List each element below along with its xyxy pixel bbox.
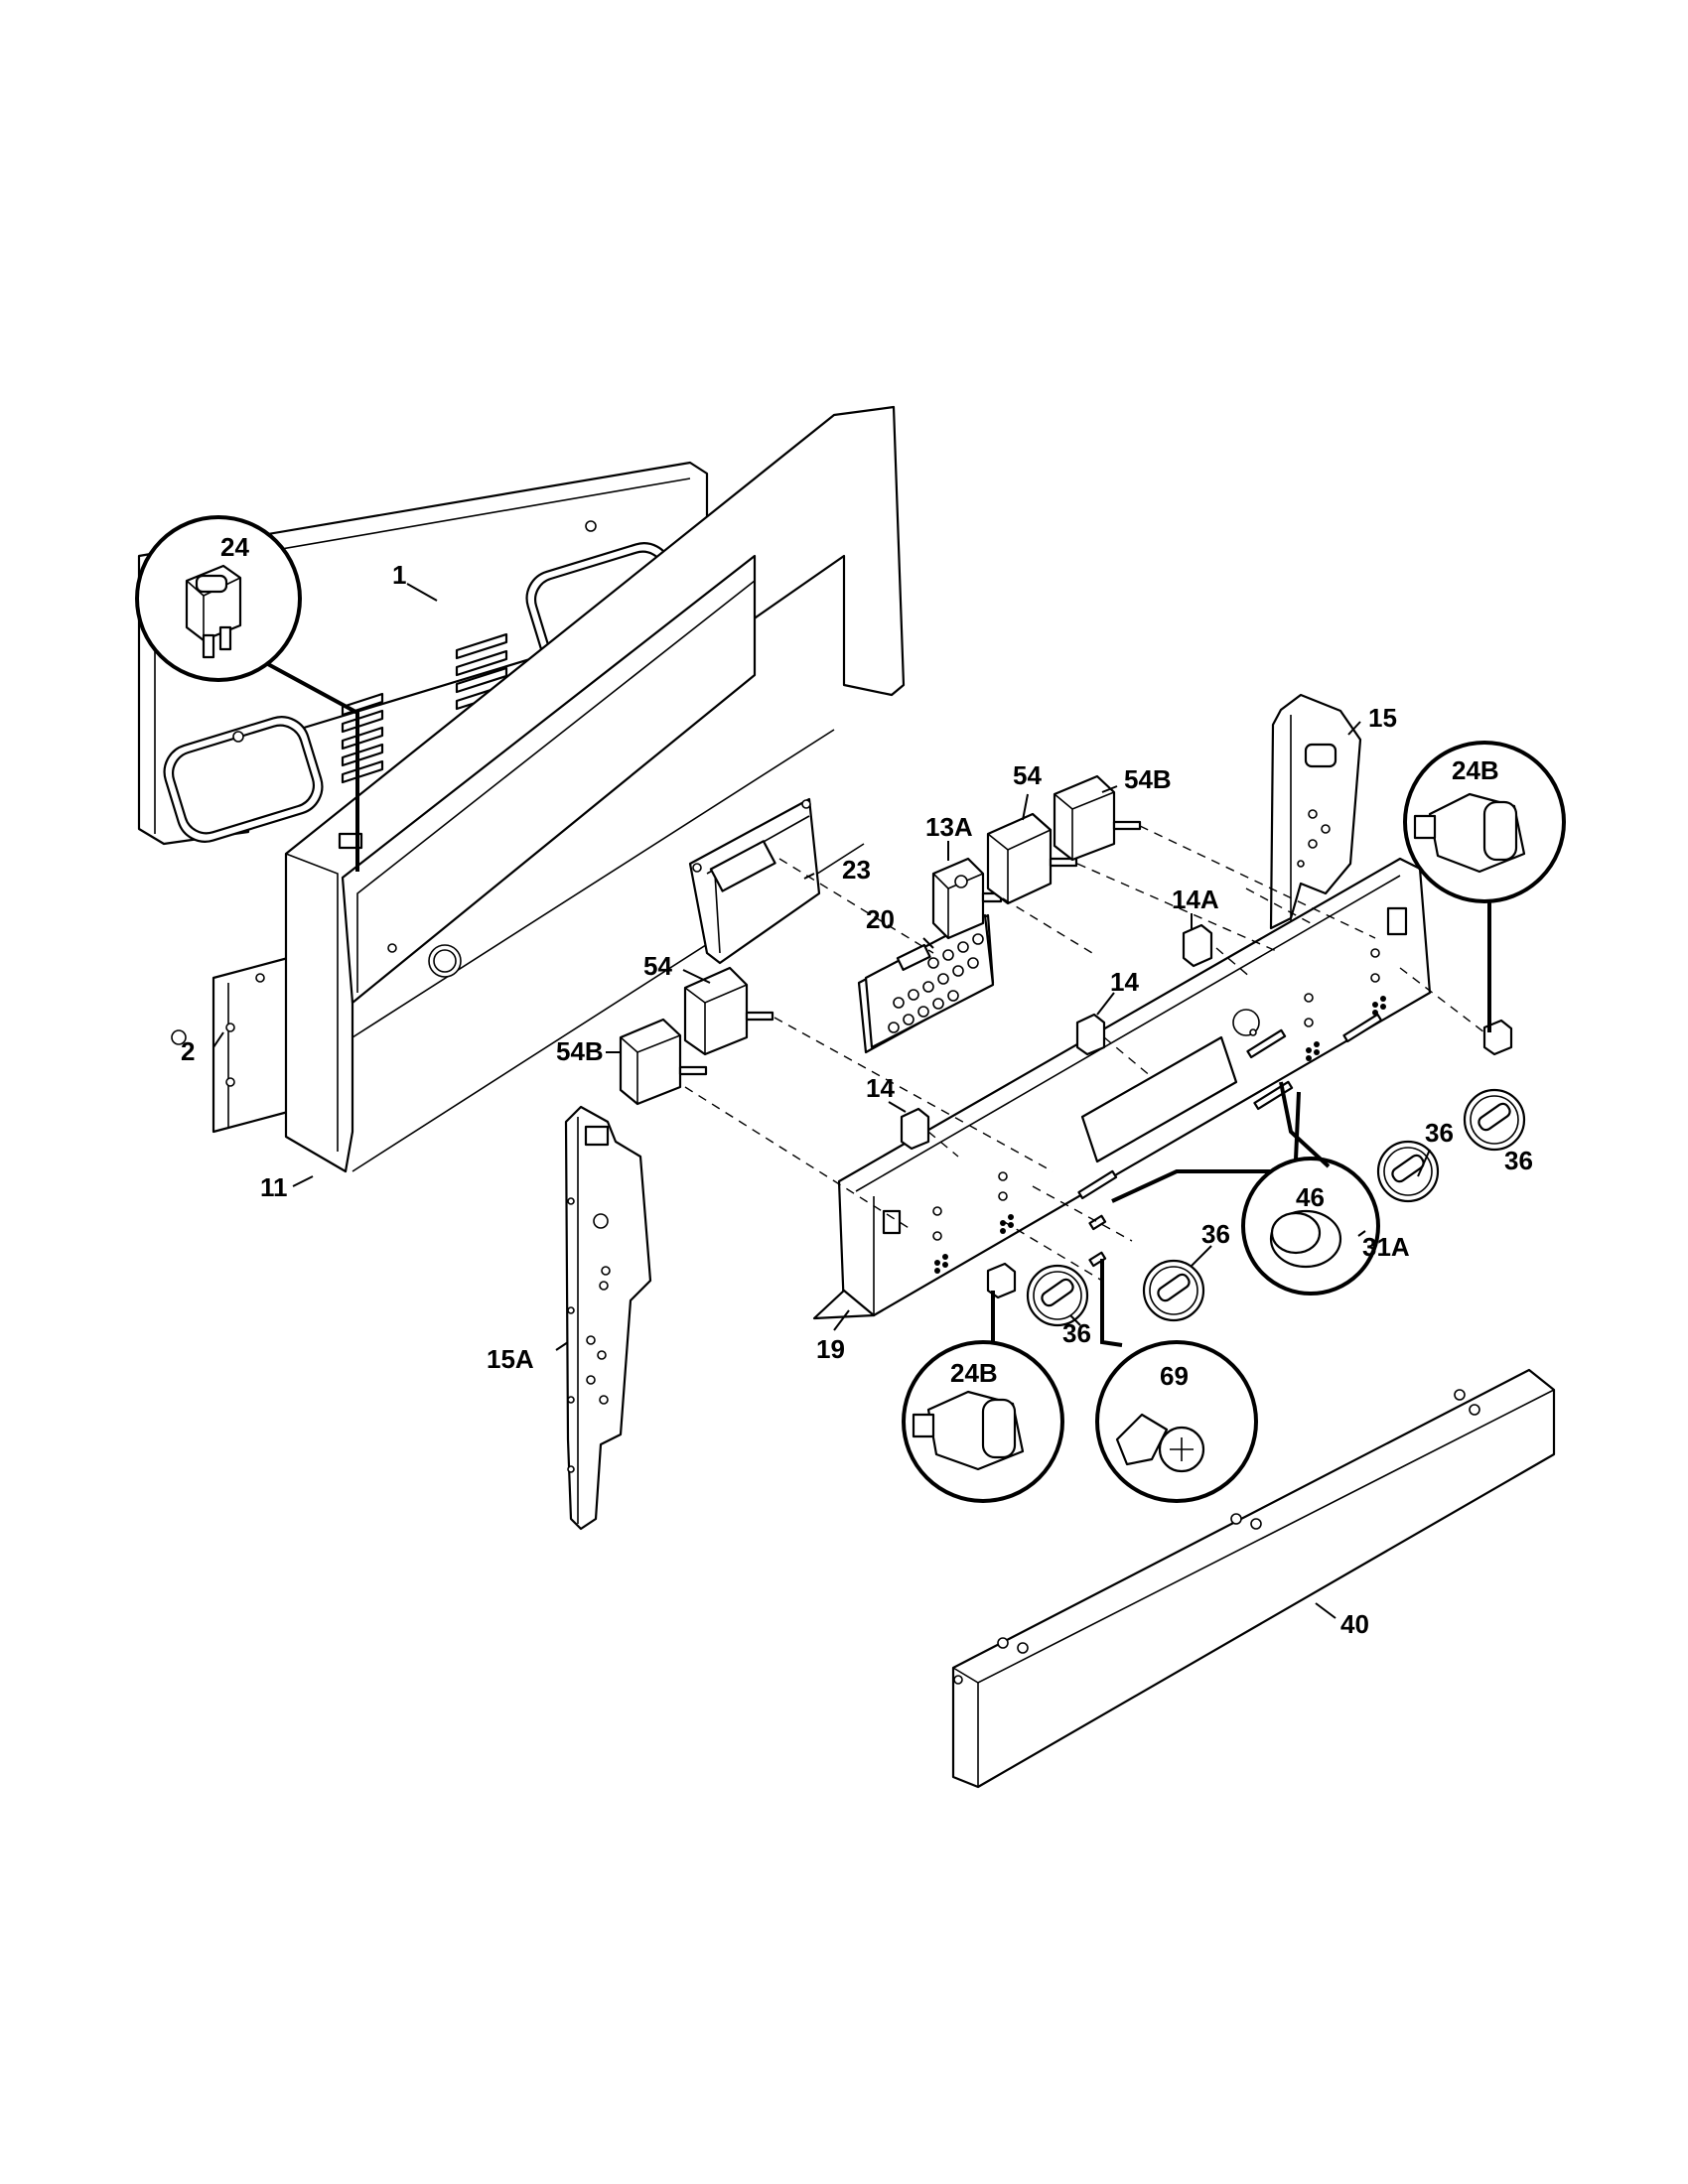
callout-24B-right-detail — [1403, 741, 1566, 903]
part-69-screws — [1088, 1214, 1107, 1268]
callout-46-detail — [1241, 1157, 1380, 1296]
label-54B-lower: 54B — [556, 1036, 604, 1066]
label-1: 1 — [392, 560, 406, 590]
part-14-upper-switch — [1075, 1013, 1106, 1056]
part-14-lower-switch — [900, 1107, 930, 1151]
label-54B-upper: 54B — [1124, 764, 1172, 794]
part-24B-bottom-small-switch — [986, 1262, 1017, 1299]
label-54-lower: 54 — [643, 951, 672, 981]
label-11: 11 — [260, 1172, 288, 1202]
label-36-a: 36 — [1504, 1146, 1533, 1175]
clock-keypad — [888, 933, 984, 1033]
label-36-c: 36 — [1201, 1219, 1230, 1249]
part-54-upper-switch — [986, 812, 1078, 905]
part-54-lower-switch — [683, 966, 774, 1056]
label-15A: 15A — [487, 1344, 534, 1374]
part-54B-lower-switch — [619, 1018, 708, 1106]
part-14A-switch — [1182, 923, 1213, 968]
part-2-lower-rail — [211, 956, 290, 1134]
part-36-knob-b — [1376, 1140, 1440, 1203]
panel-knob-holes — [932, 948, 1380, 1241]
part-40-trim — [951, 1368, 1556, 1789]
leader-lines — [212, 583, 1491, 1619]
label-24B-bottom: 24B — [950, 1358, 998, 1388]
part-11-frame — [284, 405, 906, 1173]
part-15-right-bracket — [1269, 693, 1362, 930]
label-36-b: 36 — [1425, 1118, 1454, 1148]
part-19-control-panel — [812, 857, 1432, 1320]
label-54-upper: 54 — [1013, 760, 1042, 790]
assembly-lines — [684, 825, 1485, 1282]
label-13A: 13A — [925, 812, 973, 842]
label-69: 69 — [1160, 1361, 1189, 1391]
label-14-lower: 14 — [866, 1073, 895, 1103]
part-labels: 1 2 11 13A 14A 14 14 15 15A 19 20 23 24 … — [181, 532, 1533, 1639]
label-20: 20 — [866, 904, 895, 934]
label-15: 15 — [1368, 703, 1397, 733]
part-54B-upper-switch — [1053, 774, 1142, 862]
label-31A: 31A — [1362, 1232, 1410, 1262]
label-14-upper: 14 — [1110, 967, 1139, 997]
label-2: 2 — [181, 1036, 195, 1066]
label-14A: 14A — [1172, 885, 1219, 914]
panel-indicator-marks — [934, 996, 1386, 1274]
label-40: 40 — [1340, 1609, 1369, 1639]
indicator-lamps — [1077, 1013, 1383, 1200]
part-36-knob-a — [1463, 1088, 1526, 1152]
label-19: 19 — [816, 1334, 845, 1364]
callout-24B-bottom-detail — [902, 1340, 1064, 1503]
label-46: 46 — [1296, 1182, 1325, 1212]
label-36-d: 36 — [1062, 1318, 1091, 1348]
part-23-bracket — [688, 797, 821, 965]
callout-24-detail — [135, 515, 302, 682]
callout-69-detail — [1095, 1340, 1258, 1503]
label-23: 23 — [842, 855, 871, 885]
label-24B-right: 24B — [1452, 755, 1499, 785]
label-24: 24 — [220, 532, 249, 562]
part-36-knob-c — [1142, 1259, 1205, 1322]
part-15A-left-bracket — [564, 1105, 652, 1531]
part-13A-selector-switch — [931, 857, 1003, 940]
part-36-knob-d — [1026, 1264, 1089, 1327]
part-20-clock-control — [857, 913, 995, 1054]
